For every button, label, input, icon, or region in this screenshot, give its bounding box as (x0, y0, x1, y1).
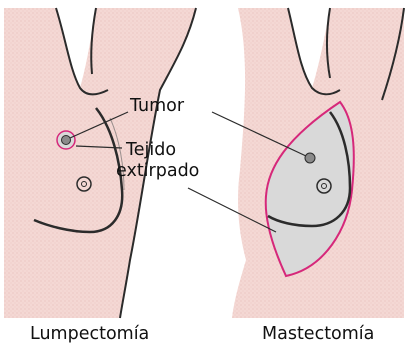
tissue-label-line1: Tejido (125, 140, 176, 160)
left-nipple (77, 177, 91, 191)
mastectomy-caption: Mastectomía (262, 324, 374, 344)
lumpectomy-caption: Lumpectomía (30, 324, 149, 344)
mastectomy-panel (232, 8, 404, 318)
right-nipple (317, 179, 331, 193)
tumor-label: Tumor (129, 96, 185, 116)
left-tumor (62, 136, 71, 145)
tissue-label-line2: extirpado (116, 161, 199, 181)
right-tumor (305, 153, 315, 163)
